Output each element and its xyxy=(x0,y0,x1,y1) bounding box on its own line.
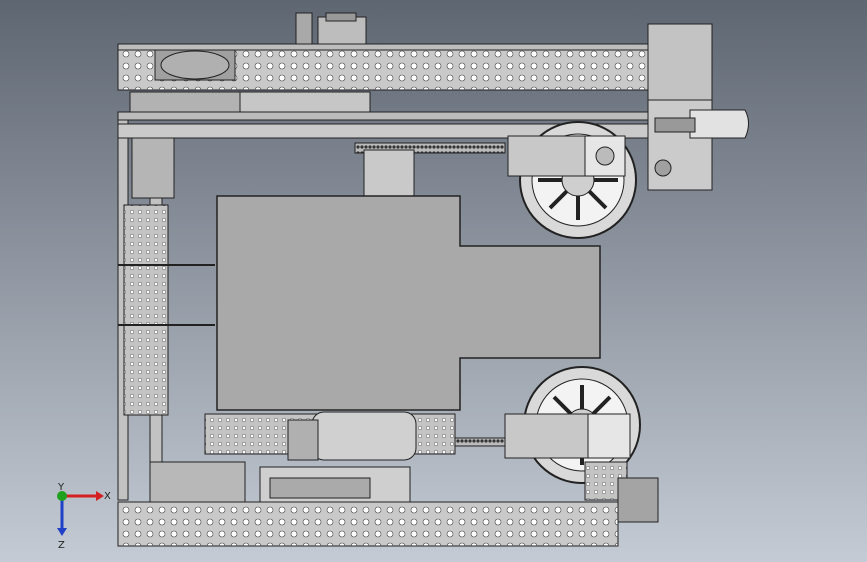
right-top-bracket xyxy=(647,23,749,191)
triad-x-arrowhead xyxy=(96,491,104,501)
top-right-wheel xyxy=(507,121,637,239)
triad-z-arrowhead xyxy=(57,528,67,536)
orientation-triad: X Y Z xyxy=(57,482,111,551)
bottom-frame-beam xyxy=(117,477,659,547)
triad-z-label: Z xyxy=(58,540,65,551)
left-upright xyxy=(117,119,215,501)
top-rails xyxy=(117,91,659,154)
lower-roller-assembly xyxy=(204,411,516,461)
central-block xyxy=(216,149,601,411)
triad-y-axis xyxy=(57,491,67,501)
top-frame-beam xyxy=(117,43,649,91)
lower-left-parts xyxy=(149,461,411,503)
triad-y-label: Y xyxy=(57,482,65,493)
top-motor xyxy=(295,12,367,46)
triad-x-label: X xyxy=(104,491,111,502)
